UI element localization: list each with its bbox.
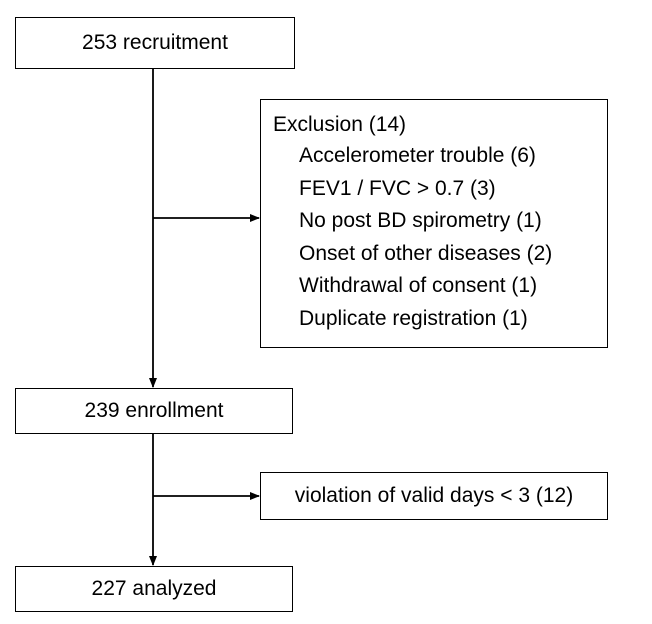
exclusion-box: Exclusion (14) Accelerometer trouble (6)… (260, 99, 608, 348)
recruitment-label: 253 recruitment (82, 31, 228, 54)
exclusion-title: Exclusion (14) (273, 113, 407, 136)
exclusion-item: Onset of other diseases (2) (299, 241, 553, 265)
enrollment-label: 239 enrollment (84, 399, 224, 422)
exclusion-item: FEV1 / FVC > 0.7 (3) (299, 176, 496, 200)
violation-box: violation of valid days < 3 (12) (260, 472, 608, 520)
enrollment-box: 239 enrollment (15, 388, 293, 434)
violation-label: violation of valid days < 3 (12) (294, 484, 574, 507)
exclusion-list: Accelerometer trouble (6) FEV1 / FVC > 0… (273, 140, 607, 335)
exclusion-item: Accelerometer trouble (6) (299, 144, 536, 167)
exclusion-item: Withdrawal of consent (1) (299, 274, 538, 297)
recruitment-box: 253 recruitment (15, 17, 295, 69)
analyzed-box: 227 analyzed (15, 566, 293, 612)
analyzed-label: 227 analyzed (91, 577, 217, 600)
exclusion-item: Duplicate registration (1) (299, 306, 528, 330)
exclusion-item: No post BD spirometry (1) (299, 209, 542, 232)
